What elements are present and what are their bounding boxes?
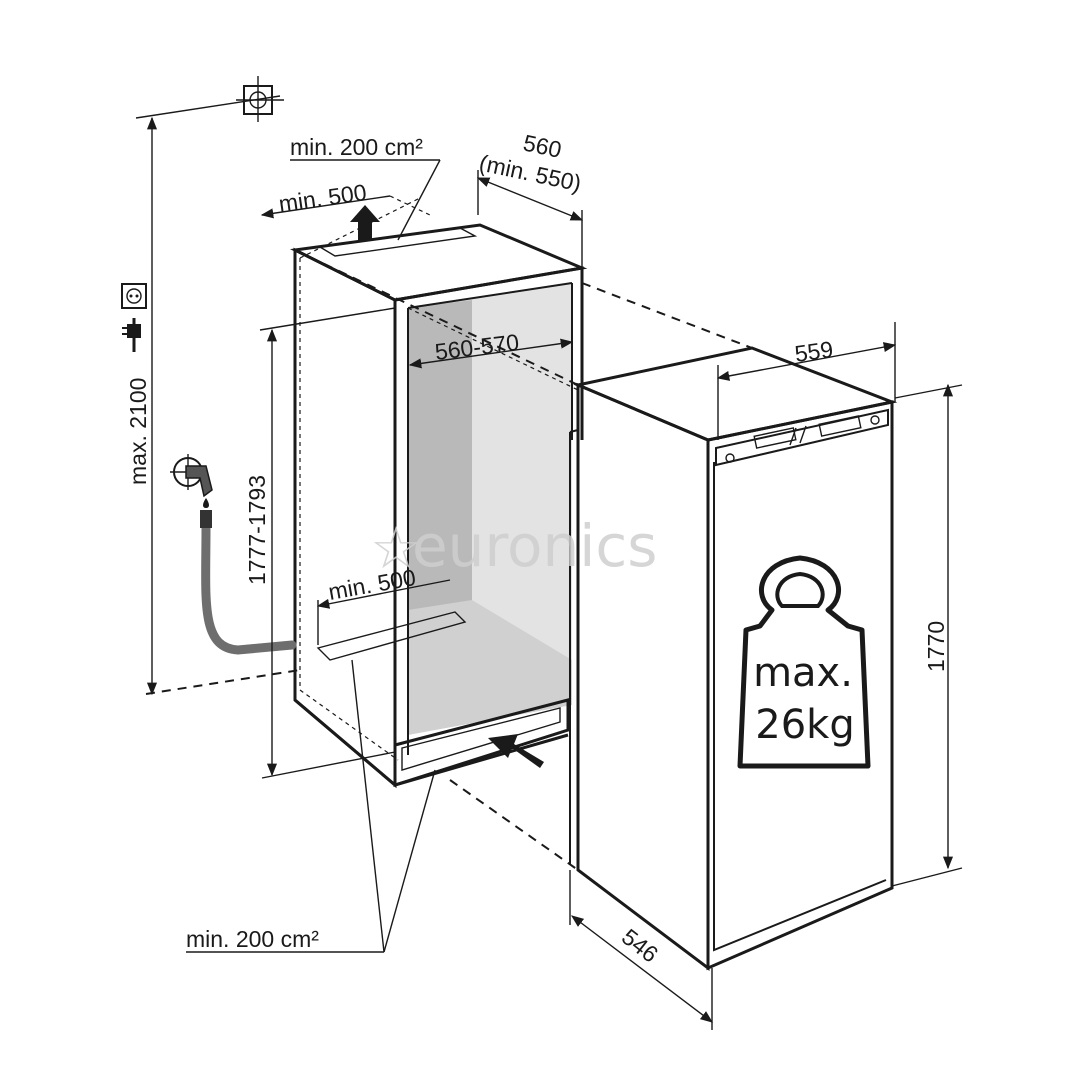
- weight-line1: max.: [753, 650, 853, 696]
- water-connection: [170, 454, 297, 655]
- dim-niche-width-label: 560: [521, 129, 564, 162]
- dim-max-height-label: max. 2100: [125, 378, 151, 485]
- dim-bottom-vent: min. 200 cm²: [186, 659, 544, 953]
- water-tap-icon: [170, 454, 213, 528]
- dim-appliance-width-label: 559: [793, 336, 835, 367]
- dim-appliance-height: 1770: [891, 383, 963, 887]
- weight-icon: [737, 555, 871, 769]
- airflow-in-arrow: [488, 734, 544, 768]
- niche-left-wall: [408, 300, 472, 690]
- watermark-star-icon: ☆: [370, 514, 422, 582]
- dim-top-vent: min. 200 cm² min. 500: [260, 134, 441, 241]
- top-vent-grille: [317, 227, 478, 257]
- appliance-top: [573, 346, 898, 442]
- dim-appliance-height-label: 1770: [923, 621, 949, 672]
- power-socket-icon: [121, 283, 147, 309]
- watermark: ☆ euronics: [370, 512, 657, 582]
- water-hose: [201, 523, 297, 655]
- appliance: [569, 346, 898, 972]
- watermark-text: euronics: [412, 512, 657, 580]
- plinth-vent-grille: [401, 707, 561, 771]
- dim-top-depth-label: min. 500: [277, 179, 368, 217]
- dim-appliance-depth: 546: [569, 870, 714, 1030]
- floor-vent-strip: [316, 611, 467, 661]
- dim-bottom-vent-label: min. 200 cm²: [186, 926, 319, 952]
- dim-appliance-width: 559: [716, 322, 897, 440]
- niche-floor: [408, 600, 572, 735]
- appliance-front: [706, 400, 894, 971]
- projection-lines: [294, 197, 753, 871]
- power-plug-icon: [122, 318, 141, 352]
- drill-mark-icon: [236, 76, 284, 122]
- niche-cabinet: [289, 223, 588, 789]
- dim-niche-height-label: 1777-1793: [244, 475, 270, 585]
- weight-line2: 26kg: [755, 702, 854, 748]
- control-panel: [715, 408, 889, 467]
- dim-top-vent-label: min. 200 cm²: [290, 134, 423, 160]
- weight-badge: max. 26kg: [737, 555, 871, 769]
- dim-niche-height: 1777-1793: [244, 307, 396, 779]
- appliance-side: [576, 382, 710, 972]
- airflow-up-arrow: [350, 205, 380, 240]
